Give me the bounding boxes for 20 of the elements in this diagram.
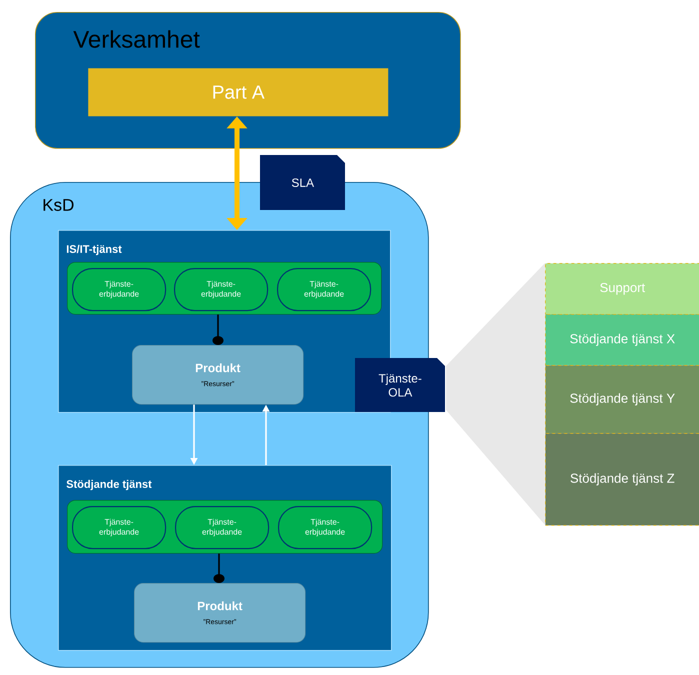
box-heading: Stödjande tjänst [66, 480, 152, 490]
box-heading: IS/IT-tjänst [66, 244, 122, 256]
offering-pill: Tjänste- erbjudande [277, 268, 372, 312]
stack-layer: Stödjande tjänst Y [545, 365, 699, 434]
stack-layer: Support [545, 263, 699, 315]
stack-layer: Stödjande tjänst Z [545, 433, 699, 526]
offering-pill: Tjänste- erbjudande [72, 268, 166, 312]
agreement-tag: Tjänste- OLA [355, 358, 445, 412]
offering-pill: Tjänste- erbjudande [175, 506, 270, 550]
offering-pill: Tjänste- erbjudande [278, 506, 372, 550]
dot-connector [212, 314, 224, 345]
offering-pill: Tjänste- erbjudande [72, 506, 166, 550]
offering-pill: Tjänste- erbjudande [174, 268, 268, 312]
stack-layer: Stödjande tjänst X [545, 314, 699, 366]
box-heading: Verksamhet [73, 30, 200, 48]
dot-connector [214, 554, 224, 583]
party-bar: Part A [88, 68, 388, 116]
zoom-callout [446, 263, 545, 525]
agreement-tag: SLA [260, 155, 345, 210]
box-heading: KsD [44, 199, 74, 211]
